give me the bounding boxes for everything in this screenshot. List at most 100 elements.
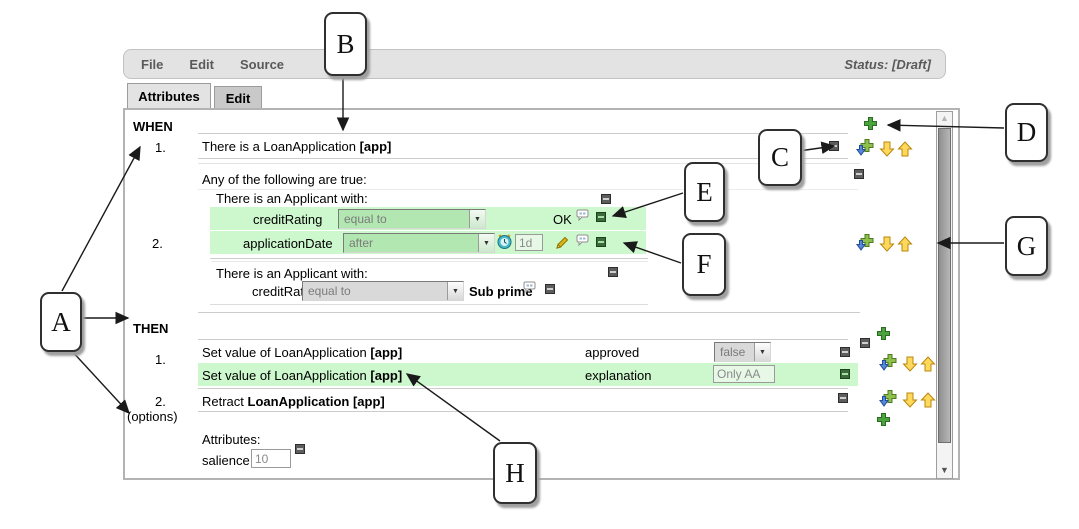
then-action1[interactable]: Set value of LoanApplication [app]	[202, 345, 402, 360]
minus-square-icon[interactable]	[608, 267, 618, 277]
then-row1-number: 1.	[155, 352, 166, 367]
tab-edit[interactable]: Edit	[214, 86, 262, 109]
chevron-down-icon[interactable]: ▼	[754, 343, 770, 361]
then-retract-action[interactable]: Retract LoanApplication [app]	[202, 394, 385, 409]
menu-file[interactable]: File	[141, 56, 164, 72]
arrow-up-icon[interactable]	[897, 141, 913, 157]
plus-icon[interactable]	[876, 412, 891, 427]
operator-value: equal to	[308, 284, 351, 298]
action-text: Retract	[202, 394, 244, 409]
value-dropdown-approved[interactable]: false ▼	[714, 342, 771, 362]
minus-square-icon[interactable]	[860, 338, 870, 348]
minus-square-icon[interactable]	[596, 212, 606, 222]
row-separator	[210, 258, 648, 259]
when-row1-pattern[interactable]: There is a LoanApplication [app]	[202, 139, 391, 154]
pattern-binding: [app]	[359, 139, 392, 154]
condition-value-ok[interactable]: OK	[553, 212, 572, 227]
operator-value: after	[349, 236, 374, 250]
row-separator	[198, 339, 848, 340]
row-separator	[198, 163, 860, 164]
status-label: Status: [Draft]	[844, 57, 931, 72]
row-separator	[210, 304, 648, 305]
action-binding: [app]	[370, 368, 403, 383]
row-separator	[198, 388, 848, 389]
callout-b: B	[324, 12, 367, 76]
minus-square-icon[interactable]	[854, 169, 864, 179]
when-row1-number: 1.	[155, 140, 166, 155]
then-row2-number: 2.	[155, 394, 166, 409]
field-label-approved: approved	[585, 345, 640, 360]
plus-blue-arrow-icon[interactable]	[879, 354, 897, 371]
row-separator	[212, 261, 648, 262]
when-label: WHEN	[133, 119, 173, 134]
arrow-down-icon[interactable]	[902, 392, 918, 408]
bubble-icon[interactable]	[576, 209, 590, 222]
minus-square-icon[interactable]	[829, 141, 839, 151]
operator-value: equal to	[344, 212, 387, 226]
callout-e: E	[684, 162, 725, 222]
bubble-icon[interactable]	[576, 234, 590, 247]
row-separator	[198, 189, 858, 190]
minus-square-icon[interactable]	[545, 284, 555, 294]
minus-square-icon[interactable]	[295, 444, 305, 454]
triangle-down-icon[interactable]: ▼	[940, 465, 949, 475]
field-label-explanation: explanation	[585, 368, 652, 383]
callout-h: H	[493, 442, 537, 504]
explanation-input[interactable]	[713, 365, 775, 383]
plus-blue-arrow-icon[interactable]	[879, 390, 897, 407]
tab-attributes[interactable]: Attributes	[127, 83, 211, 109]
minus-square-icon[interactable]	[838, 393, 848, 403]
triangle-up-icon[interactable]: ▲	[940, 113, 949, 123]
chevron-down-icon[interactable]: ▼	[469, 210, 485, 228]
row-separator	[198, 411, 848, 412]
then-label: THEN	[133, 321, 169, 336]
plus-icon[interactable]	[863, 116, 878, 131]
callout-g: G	[1005, 216, 1048, 276]
duration-input[interactable]	[515, 234, 543, 251]
scrollbar-thumb[interactable]	[938, 128, 951, 443]
then-action2[interactable]: Set value of LoanApplication [app]	[202, 368, 402, 383]
minus-square-icon[interactable]	[596, 237, 606, 247]
applicant2-header: There is an Applicant with:	[216, 266, 368, 281]
action-binding: [app]	[370, 345, 403, 360]
salience-input[interactable]	[251, 449, 291, 468]
chevron-down-icon[interactable]: ▼	[447, 282, 463, 300]
chevron-down-icon[interactable]: ▼	[478, 234, 494, 252]
clock-icon[interactable]	[496, 233, 513, 250]
arrow-down-icon[interactable]	[879, 236, 895, 252]
plus-blue-arrow-icon[interactable]	[856, 234, 874, 251]
dropdown-value: false	[720, 345, 746, 359]
bubble-icon[interactable]	[523, 281, 537, 294]
action-text: Set value of LoanApplication	[202, 368, 367, 383]
minus-square-icon[interactable]	[840, 347, 850, 357]
operator-dropdown[interactable]: after ▼	[343, 233, 495, 253]
menu-edit[interactable]: Edit	[189, 56, 214, 72]
vertical-scrollbar[interactable]: ▲ ▼	[936, 111, 953, 479]
arrow-up-icon[interactable]	[897, 236, 913, 252]
applicant1-header: There is an Applicant with:	[216, 191, 368, 206]
condition-value-subprime[interactable]: Sub prime	[469, 284, 533, 299]
options-label: (options)	[127, 409, 178, 424]
pencil-icon[interactable]	[555, 235, 570, 250]
minus-square-icon[interactable]	[840, 369, 850, 379]
field-label-creditrating: creditRating	[253, 212, 323, 227]
arrow-up-icon[interactable]	[920, 392, 936, 408]
callout-d: D	[1005, 103, 1048, 162]
minus-square-icon[interactable]	[601, 194, 611, 204]
action-binding: LoanApplication [app]	[247, 394, 385, 409]
plus-blue-arrow-icon[interactable]	[856, 139, 874, 156]
arrow-up-icon[interactable]	[920, 356, 936, 372]
row-separator	[198, 158, 848, 159]
pattern-text: There is a LoanApplication	[202, 139, 356, 154]
operator-dropdown[interactable]: equal to ▼	[338, 209, 486, 229]
then-action2-row	[198, 363, 858, 386]
plus-icon[interactable]	[876, 326, 891, 341]
field-label-applicationdate: applicationDate	[243, 236, 333, 251]
operator-dropdown[interactable]: equal to ▼	[302, 281, 464, 301]
callout-f: F	[682, 233, 726, 296]
arrow-down-icon[interactable]	[879, 141, 895, 157]
arrow-down-icon[interactable]	[902, 356, 918, 372]
menu-source[interactable]: Source	[239, 56, 285, 72]
composite-or-label: Any of the following are true:	[202, 172, 367, 187]
